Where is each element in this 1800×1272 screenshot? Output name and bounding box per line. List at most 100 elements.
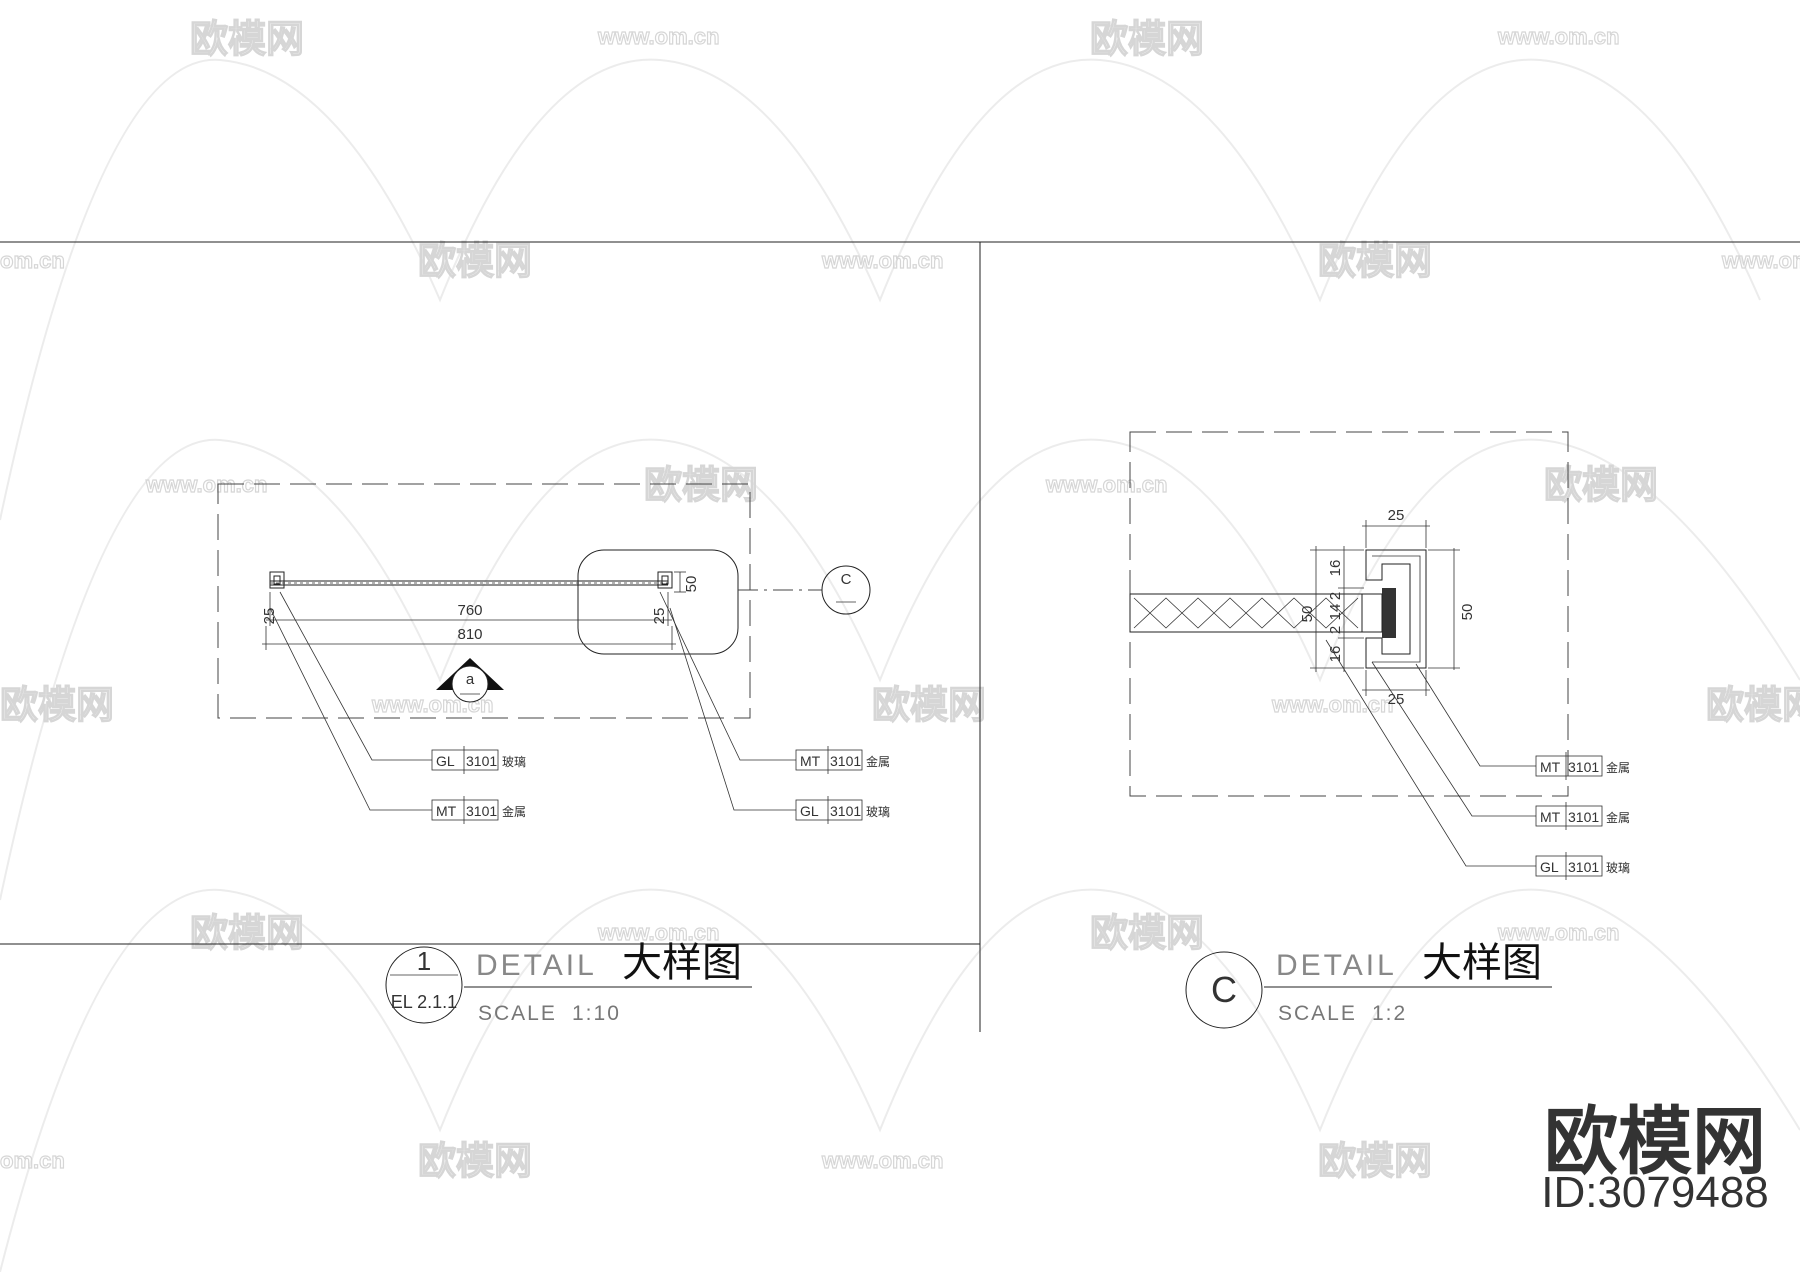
detail-title-cn: 大样图	[1422, 940, 1542, 986]
watermark-brand: 欧模网	[872, 683, 986, 727]
svg-text:16: 16	[1327, 560, 1344, 577]
svg-text:3101: 3101	[466, 803, 497, 819]
svg-text:3101: 3101	[1568, 809, 1599, 825]
svg-text:GL: GL	[1540, 859, 1559, 875]
detail-title-en: DETAIL	[476, 949, 597, 982]
scale-value: 1:2	[1372, 1002, 1407, 1025]
sheet-frame	[0, 241, 1800, 1032]
detail-number-circle	[385, 946, 463, 1024]
watermark-brand: 欧模网	[0, 683, 114, 727]
watermark-brand: 欧模网	[1318, 1139, 1432, 1183]
dim-glass-height: 50	[1299, 606, 1316, 623]
scale-value: 1:10	[572, 1002, 621, 1025]
detail-1-drawing: 50 25 25 760 810 a C	[217, 483, 871, 811]
callout-zone	[577, 549, 739, 655]
leader-line	[279, 591, 432, 761]
section-marker-label: a	[466, 671, 475, 688]
detail-1-title-block: 1 EL 2.1.1 DETAIL 大样图 SCALE 1:10	[385, 940, 752, 1025]
channel-profile	[1365, 549, 1427, 669]
watermark-text: 欧模网 www.om.cn 欧模网 www.om.cn om.cn 欧模网 ww…	[0, 16, 1800, 1183]
watermark-url: www.om.cn	[1045, 472, 1167, 497]
material-tag: MT 3101 金属	[1535, 752, 1630, 780]
watermark-url: www.om.cn	[821, 248, 943, 273]
svg-text:2: 2	[1327, 592, 1344, 600]
watermark-brand: 欧模网	[190, 17, 304, 61]
leader-line	[1325, 639, 1536, 867]
dim-height: 50	[683, 576, 700, 593]
dim-height: 50	[1459, 604, 1476, 621]
svg-text:3101: 3101	[1568, 759, 1599, 775]
scale-label: SCALE	[1278, 1002, 1357, 1025]
svg-text:金属: 金属	[502, 804, 526, 819]
material-tag: GL 3101 玻璃	[1535, 852, 1630, 880]
watermark-url: www.om.cn	[597, 24, 719, 49]
svg-text:MT: MT	[800, 753, 821, 769]
watermark-brand: 欧模网	[418, 1139, 532, 1183]
watermark-brand: 欧模网	[1090, 911, 1204, 955]
watermark-url: www.om.cn	[1497, 24, 1619, 49]
detail-c-drawing: 25 25 50 16 2 14 2 16 50	[1129, 431, 1569, 867]
svg-text:3101: 3101	[1568, 859, 1599, 875]
leader-line	[669, 607, 796, 811]
detail-reference: EL 2.1.1	[391, 992, 457, 1012]
detail-title-en: DETAIL	[1276, 949, 1397, 982]
watermark-brand: 欧模网	[1318, 239, 1432, 283]
svg-text:GL: GL	[436, 753, 455, 769]
watermark-url: www.om.cn	[597, 920, 719, 945]
dim-outer: 810	[457, 626, 482, 643]
watermark-brand: 欧模网	[1090, 17, 1204, 61]
svg-text:3101: 3101	[466, 753, 497, 769]
leader-line	[269, 607, 432, 811]
svg-text:2: 2	[1327, 626, 1344, 634]
svg-text:金属: 金属	[1606, 760, 1630, 775]
dim-side-right: 25	[651, 608, 668, 625]
callout-marker-label: C	[841, 571, 852, 588]
watermark-brand: 欧模网	[1544, 463, 1658, 507]
dim-top-width: 25	[1388, 507, 1405, 524]
watermark-url: www.om.cn	[1497, 920, 1619, 945]
material-tag: MT 3101 金属	[1535, 802, 1630, 830]
leader-line	[1415, 663, 1536, 767]
scale-label: SCALE	[478, 1002, 557, 1025]
brand-id: ID:3079488	[1541, 1168, 1769, 1217]
detail-1-tags: GL 3101 玻璃 MT 3101 金属 MT 3101 金属 GL 3101…	[431, 746, 890, 824]
watermark-url: www.om.cn	[1271, 692, 1393, 717]
svg-text:MT: MT	[1540, 759, 1561, 775]
view-boundary	[217, 483, 751, 719]
watermark-arcs	[0, 58, 1800, 1272]
svg-text:金属: 金属	[866, 754, 890, 769]
watermark-brand: 欧模网	[644, 463, 758, 507]
watermark-url: om.cn	[0, 248, 65, 273]
left-frame-profile	[269, 571, 285, 589]
svg-text:玻璃: 玻璃	[866, 805, 890, 819]
svg-text:MT: MT	[436, 803, 457, 819]
gasket	[1382, 588, 1396, 638]
material-tag: MT 3101 金属	[431, 796, 526, 824]
watermark-url: om.cn	[0, 1148, 65, 1173]
svg-text:MT: MT	[1540, 809, 1561, 825]
watermark-url: www.om.cn	[145, 472, 267, 497]
detail-c-title-block: C DETAIL 大样图 SCALE 1:2	[1185, 940, 1552, 1029]
right-frame-profile	[657, 571, 673, 589]
watermark-url: www.om.cn	[1721, 248, 1800, 273]
svg-text:3101: 3101	[830, 803, 861, 819]
svg-text:金属: 金属	[1606, 810, 1630, 825]
svg-text:GL: GL	[800, 803, 819, 819]
callout-marker-circle	[821, 565, 871, 615]
watermark-brand: 欧模网	[190, 911, 304, 955]
detail-number: 1	[417, 946, 431, 976]
svg-text:14: 14	[1327, 604, 1344, 621]
watermark-brand: 欧模网	[418, 239, 532, 283]
svg-text:玻璃: 玻璃	[502, 755, 526, 769]
detail-c-tags: MT 3101 金属 MT 3101 金属 GL 3101 玻璃	[1535, 752, 1630, 880]
watermark-url: www.om.cn	[821, 1148, 943, 1173]
watermark-brand: 欧模网	[1706, 683, 1800, 727]
leader-line	[1371, 661, 1536, 817]
dim-inner: 760	[457, 602, 482, 619]
dim-side-left: 25	[261, 608, 278, 625]
svg-text:玻璃: 玻璃	[1606, 861, 1630, 875]
material-tag: GL 3101 玻璃	[795, 796, 890, 824]
material-tag: MT 3101 金属	[795, 746, 890, 774]
svg-text:3101: 3101	[830, 753, 861, 769]
